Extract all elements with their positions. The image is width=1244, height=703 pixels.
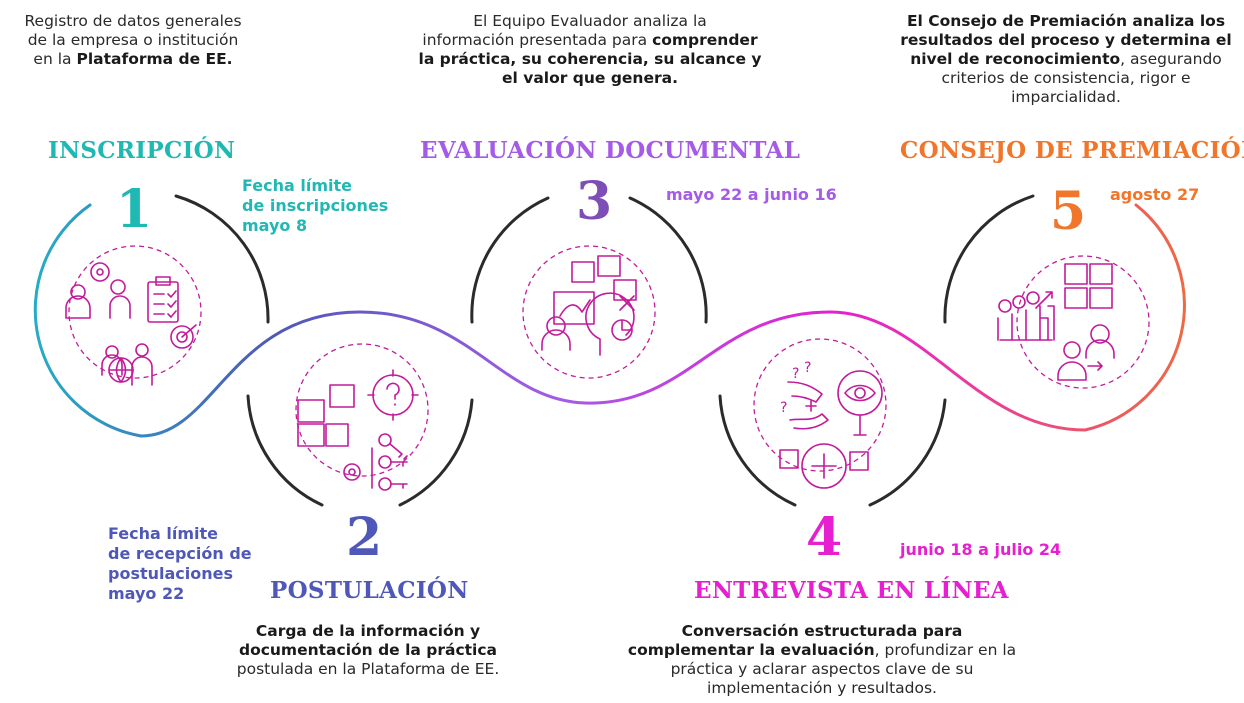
step5-desc-line1-bold: El Consejo de Premiación analiza los: [906, 12, 1226, 30]
step2-deadline-line3: postulaciones: [108, 564, 234, 583]
step3-desc-line3-bold: la práctica, su coherencia, su alcance y: [418, 50, 762, 68]
team-checklist-icon: [65, 262, 197, 386]
svg-text:?: ?: [780, 400, 787, 416]
step3-desc-line2: información presentada para comprender: [405, 31, 775, 50]
step1-description: Registro de datos generales de la empres…: [2, 12, 264, 69]
step3-desc-line2-text: información presentada para: [422, 31, 653, 49]
step1-deadline-line1: Fecha límite: [242, 176, 352, 195]
step1-desc-line3-bold: Plataforma de EE.: [76, 50, 233, 68]
step1-desc-line1: Registro de datos generales: [24, 12, 242, 30]
ring-arcs: [174, 194, 1035, 507]
step5-description: El Consejo de Premiación analiza los res…: [892, 12, 1240, 107]
step2-desc-line1-bold: Carga de la información y: [255, 622, 481, 640]
step4-desc-line3: práctica y aclarar aspectos clave de su: [670, 660, 974, 678]
step5-desc-line1: El Consejo de Premiación analiza los: [892, 12, 1240, 31]
step1-number: 1: [116, 179, 153, 240]
step5-date: agosto 27: [1110, 185, 1200, 204]
step4-desc-line1: Conversación estructurada para: [612, 622, 1032, 641]
analysis-puzzle-icon: [541, 255, 637, 356]
step2-deadline-line4: mayo 22: [108, 584, 185, 603]
step3-desc-line4-bold: el valor que genera.: [502, 69, 678, 87]
step5-desc-line3-bold: nivel de reconocimiento: [910, 50, 1121, 68]
step4-description: Conversación estructurada para complemen…: [612, 622, 1032, 698]
step5-desc-line3-text: , asegurando: [1120, 50, 1222, 68]
step2-desc-line3: postulada en la Plataforma de EE.: [236, 660, 500, 678]
growth-puzzle-icon: [997, 263, 1115, 381]
step2-title: POSTULACIÓN: [270, 577, 469, 604]
step4-desc-line2-text: , profundizar en la: [874, 641, 1017, 659]
step2-number: 2: [346, 507, 383, 568]
step1-desc-line3-text: en la: [33, 50, 77, 68]
step2-desc-line1: Carga de la información y: [220, 622, 516, 641]
step3-date: mayo 22 a junio 16: [666, 185, 837, 204]
step2-deadline-line2: de recepción de: [108, 544, 252, 563]
step4-desc-line2: complementar la evaluación, profundizar …: [612, 641, 1032, 660]
step2-deadline: Fecha límite de recepción de postulacion…: [108, 524, 252, 604]
step2-deadline-line1: Fecha límite: [108, 524, 218, 543]
step5-title: CONSEJO DE PREMIACIÓN: [900, 137, 1244, 164]
step4-date: junio 18 a julio 24: [900, 540, 1062, 559]
step5-number: 5: [1050, 181, 1087, 242]
step1-deadline-line2: de inscripciones: [242, 196, 389, 215]
step3-desc-line1: El Equipo Evaluador analiza la: [473, 12, 707, 30]
step1-deadline: Fecha límite de inscripciones mayo 8: [242, 176, 388, 236]
svg-text:?: ?: [792, 366, 799, 382]
step5-desc-line3: nivel de reconocimiento, asegurando: [892, 50, 1240, 69]
timeline-wave: [33, 203, 1186, 438]
interview-eye-icon: ? ? ?: [779, 360, 883, 489]
step4-title: ENTREVISTA EN LÍNEA: [694, 577, 1009, 604]
step3-description: El Equipo Evaluador analiza la informaci…: [405, 12, 775, 88]
step4-desc-line1-bold: Conversación estructurada para: [681, 622, 963, 640]
step1-deadline-line3: mayo 8: [242, 216, 308, 235]
step2-desc-line2-bold: documentación de la práctica: [238, 641, 498, 659]
step3-desc-line3: la práctica, su coherencia, su alcance y: [405, 50, 775, 69]
step4-desc-line2-bold: complementar la evaluación: [627, 641, 875, 659]
svg-text:?: ?: [804, 360, 811, 376]
step3-title: EVALUACIÓN DOCUMENTAL: [420, 137, 801, 164]
dashed-circles: [68, 245, 1150, 477]
step5-desc-line2: resultados del proceso y determina el: [892, 31, 1240, 50]
step4-number: 4: [806, 507, 843, 568]
step2-desc-line2: documentación de la práctica: [220, 641, 516, 660]
step4-desc-line4: implementación y resultados.: [707, 679, 937, 697]
step5-desc-line4: criterios de consistencia, rigor e: [941, 69, 1191, 87]
step3-number: 3: [576, 171, 613, 232]
step1-title: INSCRIPCIÓN: [48, 137, 236, 164]
step5-desc-line5: imparcialidad.: [1011, 88, 1121, 106]
step1-desc-line2: de la empresa o institución: [27, 31, 239, 49]
step1-desc-line3: en la Plataforma de EE.: [2, 50, 264, 69]
step2-description: Carga de la información y documentación …: [220, 622, 516, 679]
step3-desc-line2-bold: comprender: [652, 31, 758, 49]
step3-desc-line4: el valor que genera.: [405, 69, 775, 88]
step5-desc-line2-bold: resultados del proceso y determina el: [900, 31, 1232, 49]
puzzle-question-icon: [297, 369, 419, 491]
